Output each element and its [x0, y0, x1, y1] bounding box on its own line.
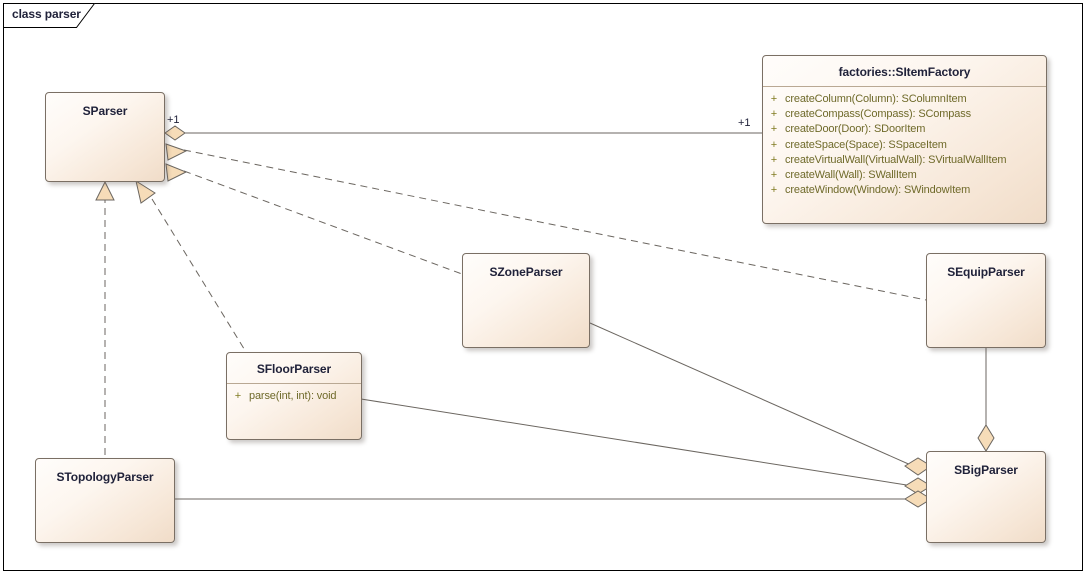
- visibility-marker: +: [770, 138, 778, 151]
- multiplicity-source: +1: [167, 114, 180, 126]
- diagram-frame-tab: class parser: [3, 3, 95, 28]
- frame-label: class parser: [12, 7, 81, 21]
- visibility-marker: +: [770, 184, 778, 197]
- operations-compartment-sitemfactory: + createColumn(Column): SColumnItem + cr…: [763, 87, 1046, 202]
- class-box-sequipparser[interactable]: SEquipParser: [926, 253, 1046, 348]
- class-box-stopologyparser[interactable]: STopologyParser: [35, 458, 175, 543]
- class-name-sbigparser: SBigParser: [954, 463, 1018, 477]
- operation-row[interactable]: + createSpace(Space): SSpaceItem: [763, 138, 1046, 153]
- operation-signature: parse(int, int): void: [249, 390, 337, 402]
- operation-row[interactable]: + createDoor(Door): SDoorItem: [763, 122, 1046, 137]
- operation-signature: createDoor(Door): SDoorItem: [785, 123, 926, 136]
- operation-row[interactable]: + createWindow(Window): SWindowItem: [763, 183, 1046, 198]
- class-name-szoneparser: SZoneParser: [489, 265, 563, 279]
- visibility-marker: +: [770, 108, 778, 121]
- class-box-szoneparser[interactable]: SZoneParser: [462, 253, 590, 348]
- operations-compartment-sfloorparser: + parse(int, int): void: [227, 384, 361, 408]
- operation-signature: createWall(Wall): SWallItem: [785, 169, 917, 182]
- multiplicity-target: +1: [738, 117, 751, 129]
- operation-signature: createWindow(Window): SWindowItem: [785, 184, 971, 197]
- operation-signature: createSpace(Space): SSpaceItem: [785, 138, 947, 151]
- visibility-marker: +: [234, 390, 242, 402]
- class-name-sfloorparser: SFloorParser: [227, 353, 361, 384]
- operation-row[interactable]: + parse(int, int): void: [227, 389, 361, 404]
- class-box-sparser[interactable]: SParser: [45, 92, 165, 182]
- class-box-sbigparser[interactable]: SBigParser: [926, 451, 1046, 543]
- operation-row[interactable]: + createWall(Wall): SWallItem: [763, 168, 1046, 183]
- operation-signature: createCompass(Compass): SCompass: [785, 108, 971, 121]
- class-name-sitemfactory: factories::SItemFactory: [763, 56, 1046, 87]
- operation-row[interactable]: + createCompass(Compass): SCompass: [763, 107, 1046, 122]
- visibility-marker: +: [770, 93, 778, 105]
- operation-signature: createVirtualWall(VirtualWall): SVirtual…: [785, 153, 1007, 166]
- visibility-marker: +: [770, 169, 778, 182]
- class-name-stopologyparser: STopologyParser: [56, 470, 154, 484]
- operation-signature: createColumn(Column): SColumnItem: [785, 93, 967, 105]
- frame-tab-shape: [3, 3, 95, 28]
- class-name-sparser: SParser: [82, 104, 128, 118]
- visibility-marker: +: [770, 153, 778, 166]
- visibility-marker: +: [770, 123, 778, 136]
- class-box-sfloorparser[interactable]: SFloorParser + parse(int, int): void: [226, 352, 362, 440]
- class-name-sequipparser: SEquipParser: [947, 265, 1025, 279]
- diagram-frame: [3, 3, 1083, 571]
- operation-row[interactable]: + createVirtualWall(VirtualWall): SVirtu…: [763, 153, 1046, 168]
- operation-row[interactable]: + createColumn(Column): SColumnItem: [763, 92, 1046, 107]
- class-box-sitemfactory[interactable]: factories::SItemFactory + createColumn(C…: [762, 55, 1047, 224]
